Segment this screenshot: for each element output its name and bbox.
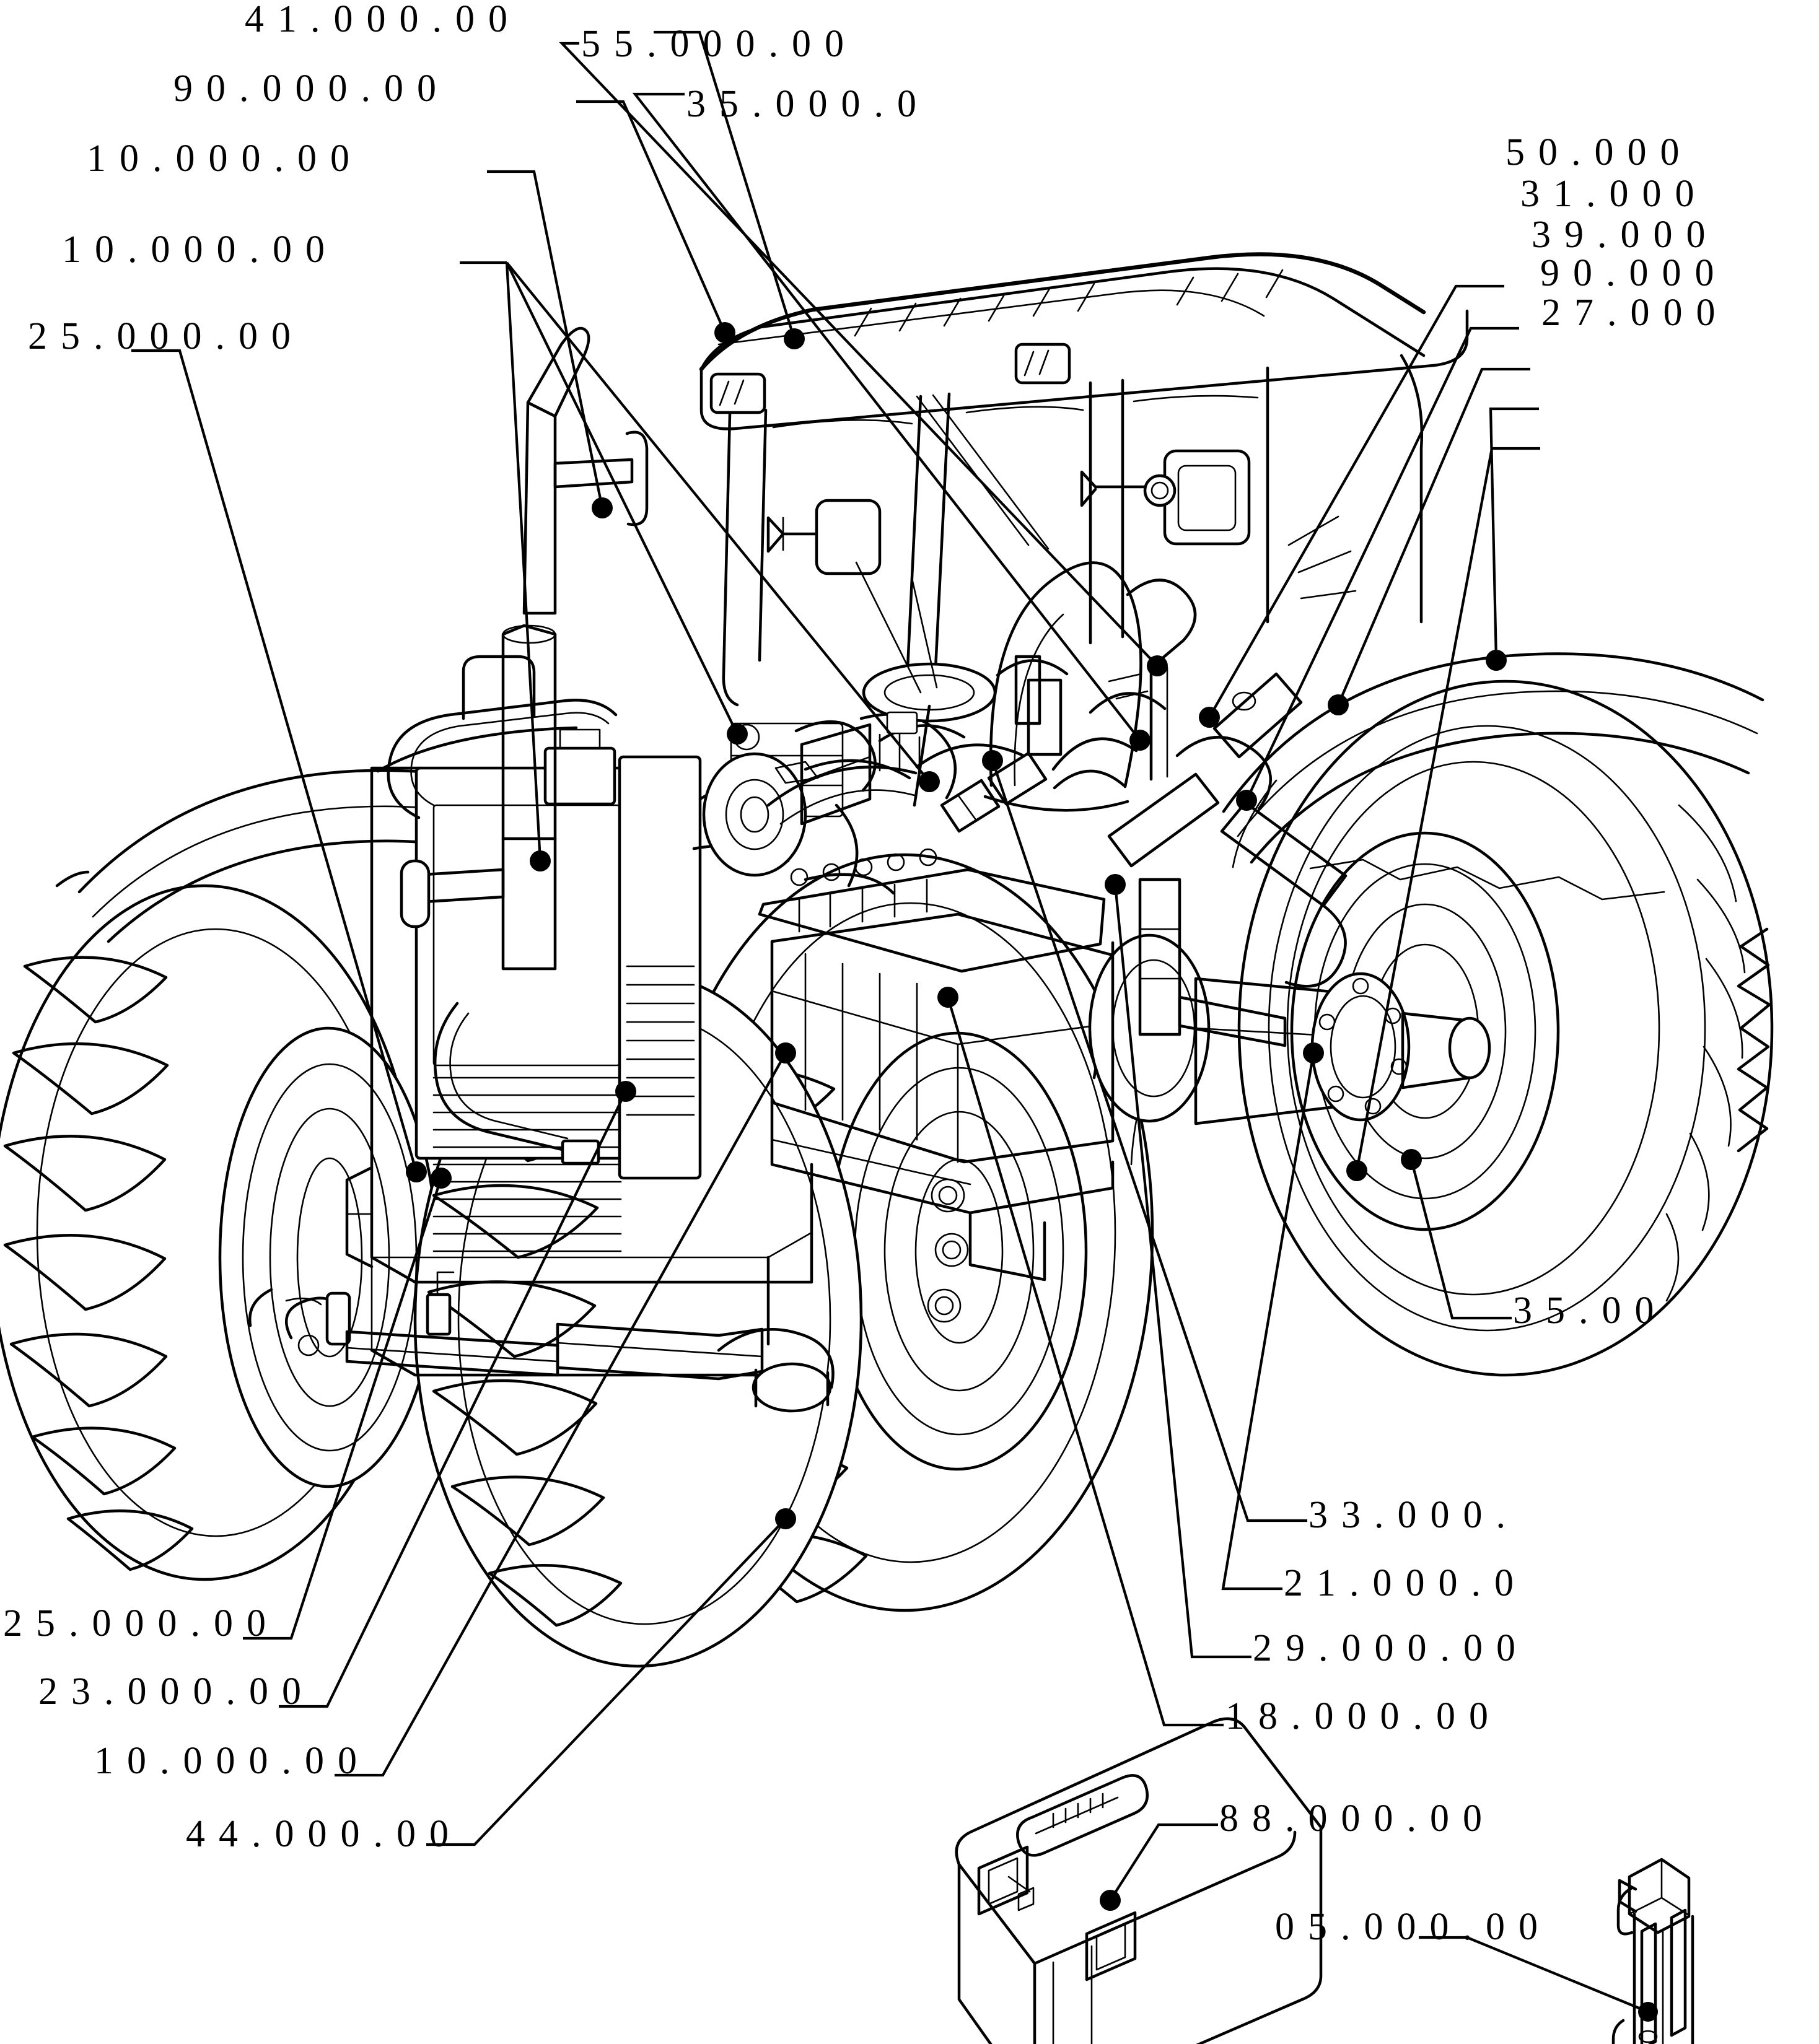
callout-label-50-000[interactable]: 50.000 xyxy=(1506,131,1693,173)
exhaust-stack xyxy=(400,326,649,971)
callout-label-35-00[interactable]: 35.00 xyxy=(1513,1290,1668,1332)
callout-label-25-000-00-a[interactable]: 25.000.00 xyxy=(28,315,304,357)
cab xyxy=(699,252,1469,826)
front-tire-left xyxy=(0,769,577,1581)
callout-label-55-000-00[interactable]: 55.000.00 xyxy=(581,23,857,65)
callout-label-25-000-00-b[interactable]: 25.000.00 xyxy=(3,1602,279,1644)
front-weight-bracket xyxy=(345,1166,374,1269)
callout-label-35-000-0[interactable]: 35.000.0 xyxy=(686,83,930,125)
side-mirror-left xyxy=(766,499,882,575)
front-axle xyxy=(248,1271,835,1413)
callout-label-18-000-00[interactable]: 18.000.00 xyxy=(1225,1695,1502,1737)
callout-label-41-000-00[interactable]: 41.000.00 xyxy=(245,0,521,40)
callout-label-39-000[interactable]: 39.000 xyxy=(1532,214,1719,256)
side-mirror-right xyxy=(1080,449,1251,546)
hydraulic-valve-block xyxy=(758,848,1106,973)
callout-label-27-000[interactable]: 27.000 xyxy=(1541,292,1729,334)
three-point-hitch xyxy=(996,659,1348,1047)
lifting-jack xyxy=(1611,1858,1694,2044)
callout-label-10-000-00-a[interactable]: 10.000.00 xyxy=(87,138,363,180)
callout-label-90-000-00-a[interactable]: 90.000.00 xyxy=(173,68,450,110)
callout-label-05-000-00[interactable]: 05.000.00 xyxy=(1275,1906,1551,1948)
steering-wheel xyxy=(855,561,997,807)
rear-tire-right xyxy=(1232,679,1774,1377)
rear-fender-right xyxy=(1222,652,1764,901)
callout-label-23-000-00[interactable]: 23.000.00 xyxy=(38,1671,315,1713)
callout-label-90-000-b[interactable]: 90.000 xyxy=(1540,252,1728,294)
callout-label-29-000-00[interactable]: 29.000.00 xyxy=(1253,1627,1529,1669)
callout-label-10-000-00-b[interactable]: 10.000.00 xyxy=(62,229,338,271)
callout-label-88-000-00[interactable]: 88.000.00 xyxy=(1219,1797,1496,1840)
callout-label-10-000-00-c[interactable]: 10.000.00 xyxy=(94,1740,370,1782)
callout-label-44-000-00[interactable]: 44.000.00 xyxy=(186,1813,462,1855)
leader-lines xyxy=(131,30,1658,2022)
tool-box xyxy=(955,1717,1323,2044)
callout-label-33-000[interactable]: 33.000. xyxy=(1308,1494,1519,1536)
callout-label-31-000[interactable]: 31.000 xyxy=(1520,173,1708,215)
operator-seat xyxy=(983,561,1142,812)
callout-label-21-000-0[interactable]: 21.000.0 xyxy=(1284,1562,1527,1604)
